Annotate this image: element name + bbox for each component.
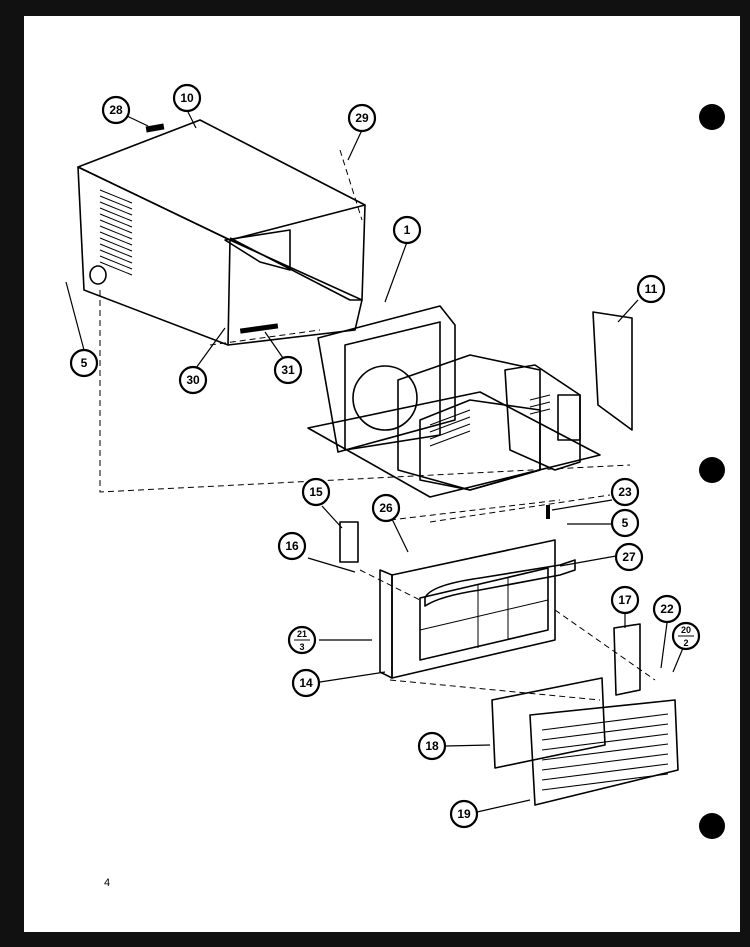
bracket-part [339,521,359,563]
svg-text:1: 1 [404,223,411,237]
cabinet-part [77,119,366,346]
svg-text:17: 17 [618,593,632,607]
screw-part [546,505,550,519]
cabinet-louvers [99,189,133,276]
callout-22: 22 [652,594,682,624]
callout-28: 28 [101,95,131,125]
svg-text:23: 23 [618,485,632,499]
callout-20-2: 20 2 [671,621,701,651]
svg-text:3: 3 [299,642,304,652]
binder-hole-middle [699,457,725,483]
svg-text:27: 27 [622,550,636,564]
svg-text:18: 18 [425,739,439,753]
binder-hole-top [699,104,725,130]
side-panel-part [592,311,633,431]
svg-text:2: 2 [683,638,688,648]
svg-text:29: 29 [355,111,369,125]
callout-10: 10 [172,83,202,113]
callout-5-left: 5 [69,348,99,378]
svg-text:31: 31 [281,363,295,377]
callout-27: 27 [614,542,644,572]
callout-14: 14 [291,668,321,698]
binder-hole-bottom [699,813,725,839]
svg-text:10: 10 [180,91,194,105]
svg-text:30: 30 [186,373,200,387]
filter-part [491,677,606,769]
control-plate-part [613,623,641,696]
callout-1: 1 [392,215,422,245]
svg-text:16: 16 [285,539,299,553]
svg-text:5: 5 [81,356,88,370]
callout-17: 17 [610,585,640,615]
svg-text:15: 15 [309,485,323,499]
chassis-part [307,305,601,498]
callout-23: 23 [610,477,640,507]
callout-31: 31 [273,355,303,385]
callout-21-3: 21 3 [287,625,317,655]
callout-26: 26 [371,493,401,523]
callout-11: 11 [636,274,666,304]
svg-text:26: 26 [379,501,393,515]
svg-text:5: 5 [622,516,629,530]
page-number: 4 [104,877,110,889]
paper-sheet [24,16,740,932]
svg-text:22: 22 [660,602,674,616]
callout-16: 16 [277,531,307,561]
svg-text:28: 28 [109,103,123,117]
callout-15: 15 [301,477,331,507]
svg-text:20: 20 [681,625,691,635]
callout-18: 18 [417,731,447,761]
grille-part [529,699,679,806]
callout-29: 29 [347,103,377,133]
callout-5-right: 5 [610,508,640,538]
svg-text:19: 19 [457,807,471,821]
assembly-lines [99,149,656,701]
callout-30: 30 [178,365,208,395]
front-frame-part [379,539,576,679]
svg-text:14: 14 [299,676,313,690]
leader-lines [65,111,684,813]
callout-19: 19 [449,799,479,829]
svg-text:21: 21 [297,629,307,639]
svg-text:11: 11 [645,282,658,296]
coil-fins [429,394,551,447]
